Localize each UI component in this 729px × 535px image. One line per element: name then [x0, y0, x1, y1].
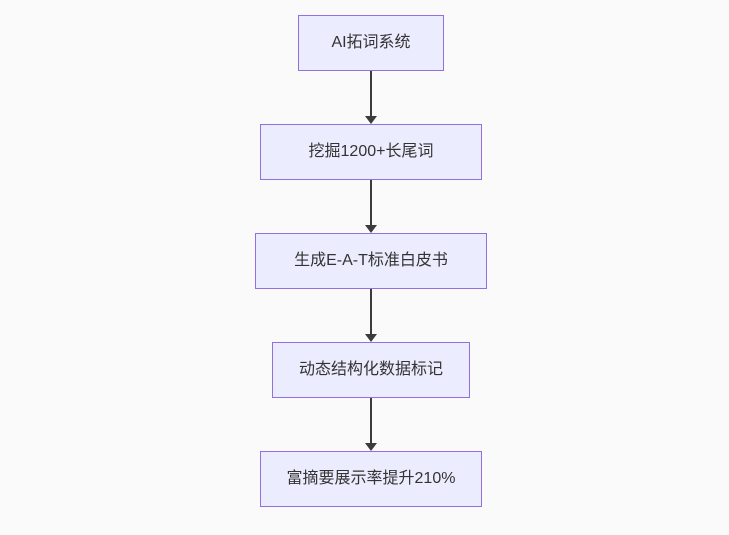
arrow-head-icon [365, 116, 377, 124]
flow-node-label: 富摘要展示率提升210% [286, 470, 456, 487]
flow-node-ai-word-expansion-system: AI拓词系统 [298, 15, 444, 71]
flow-node-dynamic-structured-data-markup: 动态结构化数据标记 [271, 342, 470, 398]
arrow-down-1 [365, 71, 377, 124]
flow-node-mine-longtail-keywords: 挖掘1200+长尾词 [260, 124, 482, 180]
arrow-down-2 [365, 180, 377, 233]
arrow-line [370, 71, 372, 116]
flow-node-rich-snippet-rate-increase: 富摘要展示率提升210% [259, 451, 483, 507]
arrow-line [370, 398, 372, 443]
flow-node-label: 挖掘1200+长尾词 [308, 143, 434, 160]
flow-node-generate-eat-whitepaper: 生成E-A-T标准白皮书 [255, 233, 487, 289]
arrow-down-4 [365, 398, 377, 451]
arrow-line [370, 289, 372, 334]
arrow-down-3 [365, 289, 377, 342]
arrow-head-icon [365, 225, 377, 233]
flow-node-label: AI拓词系统 [331, 34, 411, 51]
arrow-line [370, 180, 372, 225]
arrow-head-icon [365, 334, 377, 342]
flowchart: AI拓词系统 挖掘1200+长尾词 生成E-A-T标准白皮书 动态结构化数据标记… [255, 15, 487, 507]
flow-node-label: 动态结构化数据标记 [298, 361, 443, 378]
flow-node-label: 生成E-A-T标准白皮书 [294, 252, 448, 269]
arrow-head-icon [365, 443, 377, 451]
